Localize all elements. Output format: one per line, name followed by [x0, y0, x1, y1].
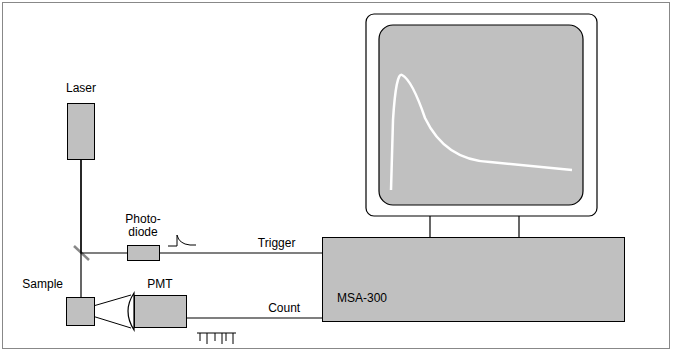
- laser-box: Laser: [67, 103, 95, 160]
- node-label: Sample: [22, 278, 63, 291]
- signal-label: Count: [266, 302, 302, 315]
- connector: [187, 317, 322, 318]
- decay-curve: [391, 75, 572, 190]
- frame: [3, 3, 670, 349]
- node-label: MSA-300: [337, 292, 387, 305]
- node-label: Photo- diode: [123, 213, 163, 239]
- node-label: Laser: [66, 82, 96, 95]
- sample-box: Sample: [66, 297, 95, 326]
- pmt-box: PMT: [134, 295, 187, 328]
- connector: [160, 252, 322, 253]
- connector: [81, 160, 127, 253]
- photodiode-box: Photo- diode: [127, 245, 160, 261]
- node-label: PMT: [147, 278, 172, 291]
- pulse-symbol: [168, 235, 196, 246]
- count-pulses: [197, 333, 236, 344]
- analyzer-box: MSA-300: [322, 237, 625, 322]
- signal-label: Trigger: [256, 237, 298, 250]
- monitor: [366, 14, 597, 237]
